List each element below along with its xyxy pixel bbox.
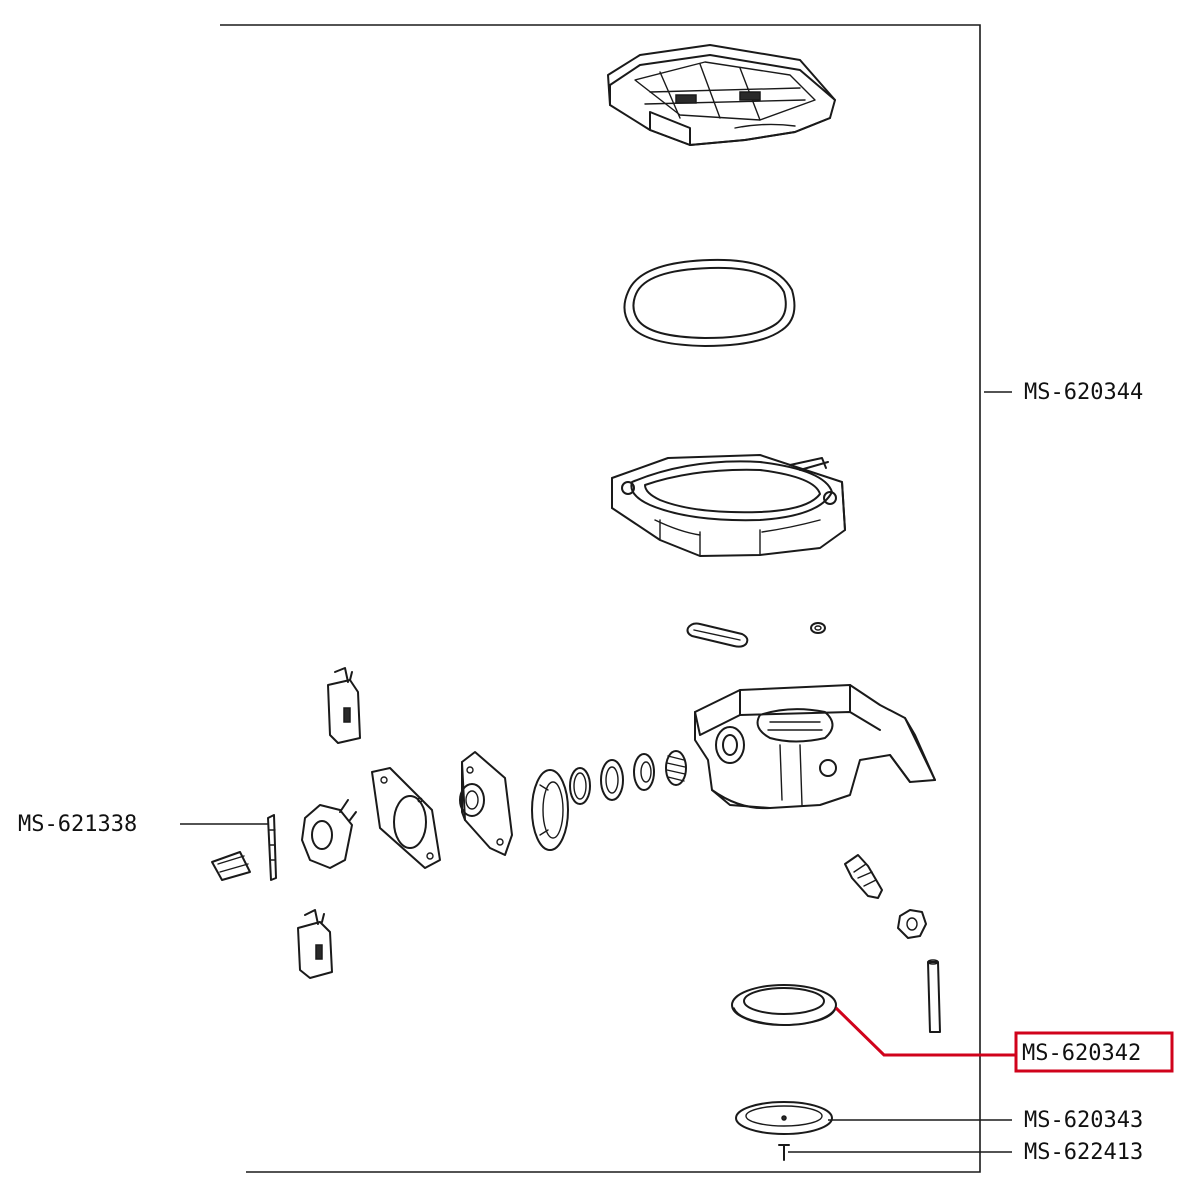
nozzle-fitting-part[interactable] — [844, 854, 883, 899]
shower-plate-part[interactable] — [735, 1101, 833, 1135]
lower-microswitch-part[interactable] — [297, 909, 333, 979]
oval-o-ring-part[interactable] — [623, 258, 796, 347]
callout-gasket: MS-620342 — [1022, 1041, 1141, 1066]
highlight-box — [1014, 1031, 1174, 1073]
coil-holder-part[interactable] — [301, 799, 357, 869]
spring-part[interactable] — [665, 750, 687, 786]
upper-housing-part[interactable] — [611, 454, 846, 557]
hex-nut-part[interactable] — [897, 909, 927, 939]
round-gasket-part[interactable] — [731, 984, 837, 1026]
tube-part[interactable] — [927, 959, 941, 1033]
callout-upper-assembly: MS-620344 — [1024, 380, 1143, 405]
assembly-bracket — [220, 24, 981, 1173]
plug-part[interactable] — [211, 851, 251, 881]
gasket-plate-part[interactable] — [371, 767, 441, 869]
leader-gasket — [834, 1006, 1016, 1057]
valve-ring-part[interactable] — [600, 759, 624, 801]
callout-pump-connector: MS-621338 — [18, 812, 137, 837]
bearing-ring-part[interactable] — [531, 769, 569, 851]
main-body-part[interactable] — [694, 684, 936, 810]
pump-cover-part[interactable] — [459, 751, 513, 856]
pin-part[interactable] — [686, 622, 749, 648]
piston-disc-part[interactable] — [633, 753, 655, 791]
screw-part[interactable] — [778, 1144, 790, 1161]
upper-microswitch-part[interactable] — [327, 667, 361, 744]
connector-pin-part[interactable] — [267, 814, 277, 881]
callout-shower-plate: MS-620343 — [1024, 1108, 1143, 1133]
top-cover-part[interactable] — [607, 44, 836, 146]
seal-ring-part[interactable] — [569, 767, 591, 805]
small-washer-part[interactable] — [810, 622, 826, 634]
callout-screw: MS-622413 — [1024, 1140, 1143, 1165]
